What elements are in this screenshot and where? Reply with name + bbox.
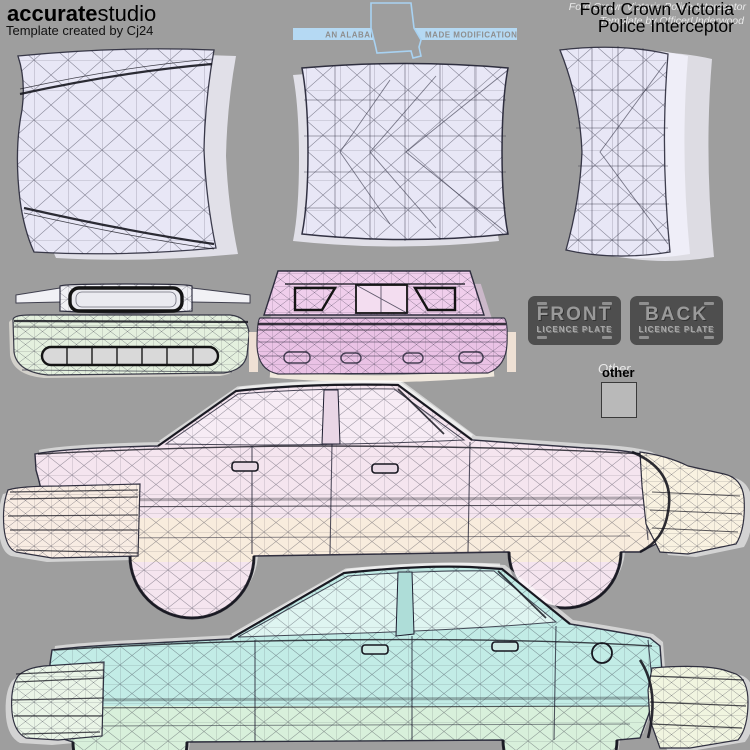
screw-icon — [537, 336, 547, 339]
alabama-banner: AN ALABAMA MADE MODIFICATION — [293, 2, 517, 59]
car-side-pink-mesh — [0, 380, 750, 620]
other-swatch-box — [601, 382, 637, 418]
front-licence-plate-badge: FRONT LICENCE PLATE — [528, 296, 621, 345]
screw-icon — [602, 336, 612, 339]
roof-panel-mesh — [293, 62, 509, 247]
other-label: other — [602, 365, 635, 380]
watermark-line2: Template by OfficerUnderwood — [599, 15, 744, 27]
watermark-line1: Ford Crown Victoria Police Interceptor — [568, 1, 746, 13]
back-licence-plate-badge: BACK LICENCE PLATE — [630, 296, 723, 345]
left-taillight-notch — [293, 286, 338, 312]
brand-logo: accuratestudio — [7, 1, 156, 27]
hood-panel-mesh — [16, 48, 238, 260]
screw-icon — [704, 336, 714, 339]
title-line2: Police Interceptor — [597, 16, 734, 36]
front-plate-title: FRONT — [536, 304, 613, 325]
back-plate-title: BACK — [645, 304, 708, 325]
screw-icon — [639, 302, 649, 305]
other-watermark: Other — [598, 361, 631, 376]
fuel-door — [591, 642, 613, 664]
screw-icon — [537, 302, 547, 305]
grille-opening — [68, 286, 184, 313]
brand-regular: studio — [97, 1, 157, 26]
b-pillar — [395, 571, 415, 637]
rear-panel-mesh — [263, 270, 496, 330]
front-plate-subtitle: LICENCE PLATE — [536, 325, 613, 334]
car-side-cyan-mesh — [5, 562, 750, 750]
front-bumper-mesh — [9, 314, 250, 378]
b-pillar — [321, 389, 341, 445]
trunk-panel-mesh — [559, 46, 714, 262]
screw-icon — [602, 302, 612, 305]
bumper-vent — [40, 345, 220, 367]
page-title: Ford Crown Victoria Police Interceptor — [579, 0, 734, 36]
alabama-state-icon — [370, 2, 422, 59]
brand-subtitle: Template created by Cj24 — [6, 23, 154, 38]
door-handle — [231, 461, 259, 472]
back-plate-subtitle: LICENCE PLATE — [638, 325, 715, 334]
front-grille-mesh — [15, 283, 251, 314]
banner-right-text: MADE MODIFICATION — [425, 31, 517, 40]
rear-bumper-mesh — [249, 317, 516, 383]
door-handle — [371, 463, 399, 474]
screw-icon — [704, 302, 714, 305]
brand-bold: accurate — [7, 1, 98, 26]
door-handle — [361, 644, 389, 655]
door-handle — [491, 641, 519, 652]
banner-left-text: AN ALABAMA — [325, 31, 384, 40]
screw-icon — [639, 336, 649, 339]
right-taillight-notch — [412, 286, 457, 312]
title-line1: Ford Crown Victoria — [579, 0, 734, 19]
